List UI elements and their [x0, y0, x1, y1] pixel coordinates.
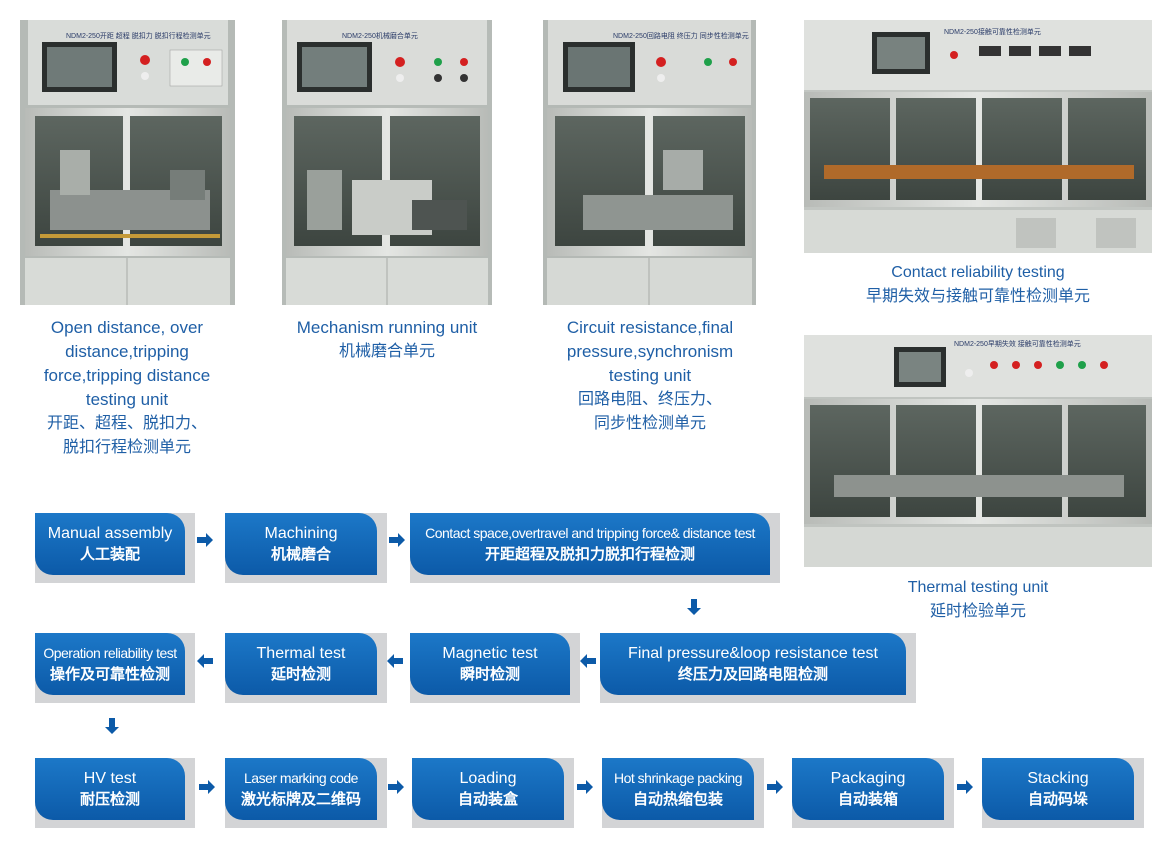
step-en: Loading	[459, 769, 517, 787]
caption-en: testing unit	[85, 390, 169, 409]
flow-step-final-pressure: Final pressure&loop resistance test 终压力及回…	[600, 633, 916, 703]
arrow-right-icon	[765, 777, 785, 797]
step-en: Stacking	[1027, 769, 1089, 787]
caption-circuit-resistance: Circuit resistance,final pressure,synchr…	[535, 316, 765, 436]
panel-label: NDM2-250接触可靠性检测单元	[944, 27, 1041, 36]
step-zh: 自动装盒	[457, 790, 518, 808]
arrow-left-icon	[195, 651, 215, 671]
step-en: Final pressure&loop resistance test	[628, 644, 878, 662]
step-zh: 延时检测	[270, 665, 331, 683]
arrow-right-icon	[955, 777, 975, 797]
panel-label: NDM2-250早期失效 接触可靠性检测单元	[954, 339, 1081, 348]
step-zh: 瞬时检测	[459, 665, 520, 683]
caption-en: Contact reliability testing	[891, 264, 1065, 281]
arrow-right-icon	[575, 777, 595, 797]
step-zh: 自动热缩包装	[632, 790, 723, 808]
step-en: Laser marking code	[244, 769, 358, 786]
caption-en: Mechanism running unit	[296, 318, 478, 337]
flow-step-hot-shrinkage: Hot shrinkage packing 自动热缩包装	[602, 758, 764, 828]
machine-illustration: NDM2-250回路电阻 终压力 同步性检测单元	[543, 20, 756, 305]
step-zh: 终压力及回路电阻检测	[677, 665, 828, 683]
arrow-right-icon	[387, 530, 407, 550]
arrow-right-icon	[197, 777, 217, 797]
caption-contact-reliability: Contact reliability testing 早期失效与接触可靠性检测…	[830, 261, 1126, 309]
arrow-right-icon	[195, 530, 215, 550]
step-zh: 开距超程及脱扣力脱扣行程检测	[484, 545, 695, 563]
caption-zh: 同步性检测单元	[593, 415, 706, 432]
step-en: Hot shrinkage packing	[613, 769, 743, 786]
flow-step-packaging: Packaging 自动装箱	[792, 758, 954, 828]
caption-en: force,tripping distance	[43, 366, 211, 385]
panel-label: NDM2-250开距 超程 脱扣力 脱扣行程检测单元	[66, 31, 211, 40]
machine-illustration: NDM2-250早期失效 接触可靠性检测单元	[804, 335, 1152, 567]
machine-illustration: NDM2-250机械磨合单元	[282, 20, 492, 305]
step-en: Packaging	[830, 769, 906, 787]
arrow-left-icon	[578, 651, 598, 671]
caption-zh: 延时检验单元	[929, 603, 1026, 620]
machine-photo-contact-reliability: NDM2-250接触可靠性检测单元	[804, 20, 1152, 253]
flow-step-loading: Loading 自动装盒	[412, 758, 574, 828]
step-zh: 自动装箱	[837, 790, 898, 808]
flow-step-magnetic-test: Magnetic test 瞬时检测	[410, 633, 580, 703]
step-zh: 耐压检测	[79, 790, 140, 808]
flow-step-stacking: Stacking 自动码垛	[982, 758, 1144, 828]
panel-label: NDM2-250回路电阻 终压力 同步性检测单元	[613, 31, 749, 40]
step-zh: 操作及可靠性检测	[49, 665, 170, 683]
step-en: Contact space,overtravel and tripping fo…	[425, 524, 755, 541]
flow-step-manual-assembly: Manual assembly 人工装配	[35, 513, 195, 583]
machine-illustration: NDM2-250开距 超程 脱扣力 脱扣行程检测单元	[20, 20, 235, 305]
caption-mechanism-running: Mechanism running unit 机械磨合单元	[272, 316, 502, 364]
machine-photo-mechanism-running: NDM2-250机械磨合单元	[282, 20, 492, 305]
caption-zh: 机械磨合单元	[338, 343, 435, 360]
machine-photo-thermal-testing: NDM2-250早期失效 接触可靠性检测单元	[804, 335, 1152, 567]
step-zh: 人工装配	[79, 545, 140, 563]
arrow-right-icon	[386, 777, 406, 797]
arrow-left-icon	[385, 651, 405, 671]
step-en: HV test	[83, 769, 137, 787]
flow-step-machining: Machining 机械磨合	[225, 513, 387, 583]
flow-step-hv-test: HV test 耐压检测	[35, 758, 195, 828]
machine-illustration: NDM2-250接触可靠性检测单元	[804, 20, 1152, 253]
caption-en: distance,tripping	[65, 342, 189, 361]
flow-step-operation-reliability: Operation reliability test 操作及可靠性检测	[35, 633, 195, 703]
machine-photo-circuit-resistance: NDM2-250回路电阻 终压力 同步性检测单元	[543, 20, 756, 305]
caption-en: pressure,synchronism	[566, 342, 734, 361]
caption-distance-testing: Open distance, over distance,tripping fo…	[12, 316, 242, 460]
step-en: Machining	[264, 524, 338, 542]
flow-step-thermal-test: Thermal test 延时检测	[225, 633, 387, 703]
flow-step-contact-space-test: Contact space,overtravel and tripping fo…	[410, 513, 780, 583]
caption-zh: 早期失效与接触可靠性检测单元	[865, 288, 1090, 305]
caption-zh: 脱扣行程检测单元	[62, 439, 191, 456]
step-en: Manual assembly	[47, 524, 173, 542]
caption-zh: 回路电阻、终压力、	[577, 391, 722, 408]
caption-thermal-testing: Thermal testing unit 延时检验单元	[830, 576, 1126, 624]
step-zh: 自动码垛	[1027, 790, 1088, 808]
step-en: Operation reliability test	[43, 644, 177, 661]
step-zh: 机械磨合	[270, 545, 331, 563]
machine-photo-distance-testing: NDM2-250开距 超程 脱扣力 脱扣行程检测单元	[20, 20, 235, 305]
arrow-down-icon	[102, 716, 122, 736]
panel-label: NDM2-250机械磨合单元	[342, 31, 418, 40]
caption-en: Thermal testing unit	[907, 579, 1049, 596]
step-en: Magnetic test	[442, 644, 538, 662]
caption-zh: 开距、超程、脱扣力、	[46, 415, 207, 432]
caption-en: Open distance, over	[50, 318, 204, 337]
flow-step-laser-marking: Laser marking code 激光标牌及二维码	[225, 758, 387, 828]
step-zh: 激光标牌及二维码	[240, 790, 361, 808]
caption-en: Circuit resistance,final	[566, 318, 734, 337]
caption-en: testing unit	[608, 366, 692, 385]
arrow-down-icon	[684, 597, 704, 617]
step-en: Thermal test	[256, 644, 346, 662]
